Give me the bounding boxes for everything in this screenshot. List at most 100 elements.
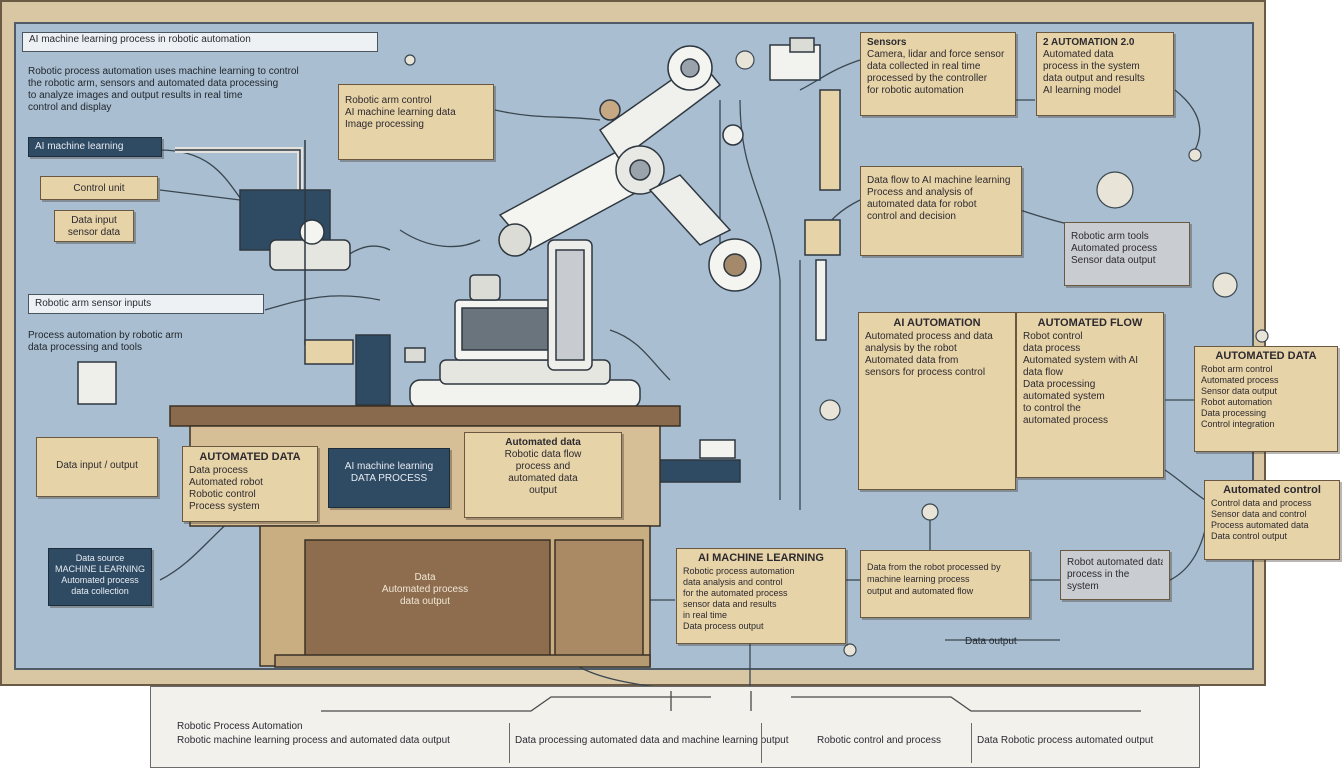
left-dark-tag-text: AI machine learning bbox=[35, 141, 124, 152]
desk-box-2-title: Automated data bbox=[505, 437, 581, 448]
legend-item: Robotic machine learning process and aut… bbox=[177, 735, 450, 746]
robot-data-line: output and automated flow bbox=[867, 586, 974, 596]
automated-system-line: system bbox=[1067, 581, 1099, 592]
left-box-low: Data input / output bbox=[36, 437, 158, 497]
desk-box-2-line: process and bbox=[515, 461, 571, 472]
desk-center-line: data output bbox=[399, 596, 451, 607]
automated-data-line: Data processing bbox=[1201, 408, 1267, 418]
automated-data-line: Robot automation bbox=[1201, 397, 1273, 407]
automated-flow-line: to control the bbox=[1023, 403, 1081, 414]
automated-system-box: Robot automated data process in the syst… bbox=[1060, 550, 1170, 600]
legend-divider bbox=[509, 723, 510, 763]
sensors-box: Sensors Camera, lidar and force sensor d… bbox=[860, 32, 1016, 116]
left-box-low-text: Data input / output bbox=[56, 460, 138, 471]
robot-data-line: Data from the robot processed by bbox=[867, 562, 1001, 572]
data-flow-line: automated data for robot bbox=[867, 199, 977, 210]
automated-flow-line: Automated system with AI bbox=[1023, 355, 1139, 366]
automated-data-line: Robot arm control bbox=[1201, 364, 1273, 374]
desk-dark-line: AI machine learning bbox=[344, 461, 434, 472]
automated-flow-panel: AUTOMATED FLOW Robot control data proces… bbox=[1016, 312, 1164, 478]
automation-box-title: 2 AUTOMATION 2.0 bbox=[1043, 37, 1135, 48]
automation-box-line: process in the system bbox=[1043, 61, 1140, 72]
ai-ml-line: Data process output bbox=[683, 621, 764, 631]
ai-automation-title: AI AUTOMATION bbox=[893, 317, 981, 329]
sensors-box-title: Sensors bbox=[867, 37, 907, 48]
legend-divider bbox=[971, 723, 972, 763]
left-tag-input-line: Data input bbox=[71, 215, 117, 226]
automated-flow-line: data process bbox=[1023, 343, 1081, 354]
header-bar: AI machine learning process in robotic a… bbox=[22, 32, 378, 52]
automated-data-line: Sensor data output bbox=[1201, 386, 1278, 396]
legend-item: Robotic control and process bbox=[817, 735, 941, 746]
desk-dark-line: DATA PROCESS bbox=[350, 473, 428, 484]
left-mid-line: Process automation by robotic arm bbox=[28, 330, 183, 341]
intro-line: the robotic arm, sensors and automated d… bbox=[28, 78, 279, 89]
data-output-label: Data output bbox=[965, 636, 1017, 648]
ai-automation-panel: AI AUTOMATION Automated process and data… bbox=[858, 312, 1016, 490]
legend-divider bbox=[761, 723, 762, 763]
ai-automation-line: sensors for process control bbox=[865, 367, 986, 378]
robot-data-box: Data from the robot processed by machine… bbox=[860, 550, 1030, 618]
automation-box-line: data output and results bbox=[1043, 73, 1145, 84]
automated-flow-line: Data processing bbox=[1023, 379, 1096, 390]
automated-control-line: Process automated data bbox=[1211, 520, 1309, 530]
desk-box-1-line: Automated robot bbox=[189, 477, 263, 488]
tools-box-line: Sensor data output bbox=[1071, 255, 1156, 266]
left-input-bar: Robotic arm sensor inputs bbox=[28, 294, 264, 314]
left-dark-bottom-line: data collection bbox=[71, 586, 129, 596]
automation-box: 2 AUTOMATION 2.0 Automated data process … bbox=[1036, 32, 1174, 116]
pipe-column bbox=[659, 37, 841, 483]
legend-panel: Robotic Process Automation Robotic machi… bbox=[150, 686, 1200, 768]
automated-control-box: Automated control Control data and proce… bbox=[1204, 480, 1340, 560]
automated-data-box: AUTOMATED DATA Robot arm control Automat… bbox=[1194, 346, 1338, 452]
automated-flow-title: AUTOMATED FLOW bbox=[1037, 317, 1143, 329]
ai-ml-line: in real time bbox=[683, 610, 728, 620]
left-tag-control-text: Control unit bbox=[73, 183, 125, 194]
automated-flow-line: automated process bbox=[1023, 415, 1109, 426]
data-output-text: Data output bbox=[965, 636, 1017, 647]
automated-system-line: process in the bbox=[1067, 569, 1130, 580]
tools-box-line: Automated process bbox=[1071, 243, 1158, 254]
intro-line: Robotic process automation uses machine … bbox=[28, 66, 299, 77]
left-mid-text: Process automation by robotic arm data p… bbox=[28, 330, 183, 354]
ai-ml-line: Robotic process automation bbox=[683, 566, 795, 576]
callout-top-line: Robotic arm control bbox=[345, 95, 432, 106]
automated-control-title: Automated control bbox=[1223, 484, 1321, 496]
left-mid-line: data processing and tools bbox=[28, 342, 142, 353]
left-tag-input: Data input sensor data bbox=[54, 210, 134, 242]
sensors-box-line: data collected in real time bbox=[867, 61, 981, 72]
desk-dark-box: AI machine learning DATA PROCESS bbox=[328, 448, 450, 508]
ai-ml-box: AI MACHINE LEARNING Robotic process auto… bbox=[676, 548, 846, 644]
callout-top: Robotic arm control AI machine learning … bbox=[338, 84, 494, 160]
legend-item: Data processing automated data and machi… bbox=[515, 735, 789, 746]
header-bar-text: AI machine learning process in robotic a… bbox=[29, 34, 251, 45]
data-flow-box: Data flow to AI machine learning Process… bbox=[860, 166, 1022, 256]
left-tag-input-line: sensor data bbox=[67, 227, 121, 238]
data-flow-line: control and decision bbox=[867, 211, 956, 222]
desk-box-2-line: automated data bbox=[508, 473, 578, 484]
robot-data-line: machine learning process bbox=[867, 574, 970, 584]
legend-connectors bbox=[321, 691, 1141, 712]
ai-automation-line: analysis by the robot bbox=[865, 343, 957, 354]
automated-flow-line: Robot control bbox=[1023, 331, 1083, 342]
desk-center-line: Data bbox=[414, 572, 436, 583]
left-apparatus bbox=[77, 140, 426, 406]
left-dark-bottom-line: MACHINE LEARNING bbox=[55, 564, 145, 574]
ai-automation-line: Automated data from bbox=[865, 355, 959, 366]
automated-control-line: Data control output bbox=[1211, 531, 1288, 541]
desk-box-1-title: AUTOMATED DATA bbox=[199, 451, 301, 463]
sensors-box-line: for robotic automation bbox=[867, 85, 964, 96]
left-dark-bottom-line: Automated process bbox=[61, 575, 139, 585]
tools-box: Robotic arm tools Automated process Sens… bbox=[1064, 222, 1190, 286]
desk-box-2: Automated data Robotic data flow process… bbox=[464, 432, 622, 518]
left-dark-bottom-line: Data source bbox=[75, 553, 125, 563]
data-flow-line: Data flow to AI machine learning bbox=[867, 175, 1011, 186]
legend-item: Data Robotic process automated output bbox=[977, 735, 1154, 746]
left-dark-bottom: Data source MACHINE LEARNING Automated p… bbox=[48, 548, 152, 606]
ai-ml-title: AI MACHINE LEARNING bbox=[698, 552, 824, 564]
desk-box-2-line: output bbox=[529, 485, 557, 496]
desk-box-1-line: Robotic control bbox=[189, 489, 256, 500]
legend-title: Robotic Process Automation bbox=[177, 721, 303, 732]
ai-ml-line: for the automated process bbox=[683, 588, 788, 598]
automated-flow-line: automated system bbox=[1023, 391, 1105, 402]
